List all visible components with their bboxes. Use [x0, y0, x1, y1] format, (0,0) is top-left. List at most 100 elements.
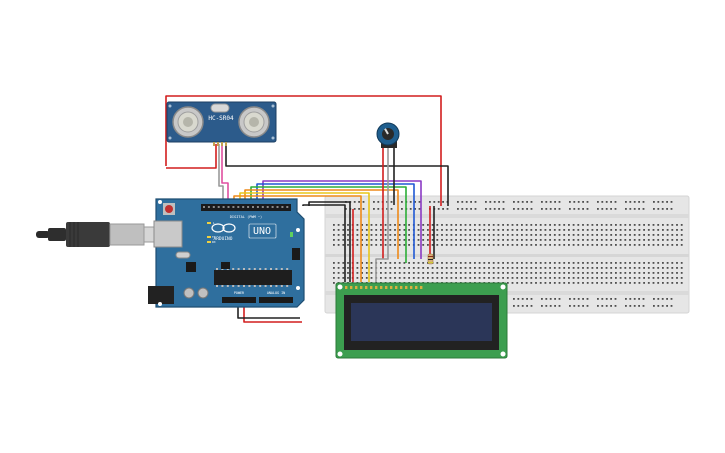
rail-hole [521, 208, 524, 210]
breadboard-hole [586, 262, 589, 264]
breadboard-hole [488, 272, 490, 274]
breadboard-hole [544, 224, 547, 226]
breadboard-hole [615, 277, 617, 279]
arduino-uno[interactable]: DIGITAL (PWM ~) ARDUINO UNO L TX RX [148, 198, 305, 308]
ultrasonic-sensor[interactable]: HC-SR04 [166, 101, 277, 146]
breadboard-hole [647, 239, 650, 241]
rail-hole [666, 298, 668, 300]
breadboard-hole [535, 244, 537, 246]
lcd-pin [370, 286, 373, 289]
rail-hole [437, 208, 440, 210]
breadboard-hole [535, 229, 537, 231]
breadboard-hole [511, 262, 514, 264]
breadboard-hole [333, 234, 335, 236]
breadboard-hole [535, 239, 537, 241]
breadboard-hole [671, 224, 674, 226]
breadboard-hole [615, 282, 617, 284]
rail-hole [437, 201, 440, 203]
rail-hole [345, 208, 347, 210]
breadboard-hole [521, 277, 523, 279]
breadboard-hole [375, 234, 378, 236]
breadboard-hole [384, 262, 387, 264]
rail-hole [614, 208, 617, 210]
breadboard-hole [436, 234, 439, 236]
power-jack [148, 286, 174, 304]
rail-hole [541, 208, 543, 210]
breadboard-hole [619, 277, 622, 279]
breadboard-hole [389, 277, 392, 279]
breadboard-hole [549, 267, 551, 269]
breadboard-hole [553, 229, 556, 231]
breadboard-hole [347, 272, 349, 274]
breadboard-hole [525, 272, 528, 274]
breadboard-hole [516, 244, 519, 246]
rail-hole [582, 305, 584, 307]
breadboard-hole [464, 272, 467, 274]
breadboard-hole [577, 234, 580, 236]
rail-hole [638, 305, 640, 307]
breadboard-hole [398, 244, 401, 246]
breadboard-hole [459, 262, 462, 264]
breadboard-hole [624, 272, 627, 274]
breadboard-hole [408, 224, 410, 226]
breadboard-hole [544, 277, 547, 279]
breadboard-hole [511, 229, 514, 231]
breadboard-hole [619, 229, 622, 231]
lcd-16x2[interactable] [335, 282, 508, 359]
usb-cable[interactable] [36, 222, 159, 247]
breadboard-hole [596, 224, 598, 226]
breadboard-hole [657, 244, 660, 246]
breadboard-hole [530, 272, 533, 274]
breadboard-hole [469, 262, 472, 264]
breadboard-hole [422, 267, 425, 269]
breadboard-hole [469, 272, 472, 274]
breadboard-hole [464, 277, 467, 279]
breadboard-hole [666, 234, 669, 236]
breadboard-hole [572, 262, 575, 264]
breadboard-hole [662, 224, 664, 226]
breadboard-hole [624, 234, 627, 236]
breadboard-hole [633, 234, 636, 236]
breadboard-hole [356, 234, 359, 236]
rail-hole [554, 208, 556, 210]
chip-pin [286, 285, 289, 287]
rail-hole [470, 208, 472, 210]
atmega-chip [214, 270, 292, 285]
breadboard-hole [600, 234, 603, 236]
breadboard-hole [361, 234, 363, 236]
breadboard-hole [525, 224, 528, 226]
breadboard-hole [539, 282, 542, 284]
breadboard-hole [676, 244, 678, 246]
breadboard-hole [643, 224, 645, 226]
breadboard-hole [544, 282, 547, 284]
breadboard-hole [525, 234, 528, 236]
lcd-pin [390, 286, 393, 289]
breadboard-hole [469, 234, 472, 236]
rail-hole [493, 208, 496, 210]
potentiometer[interactable] [376, 122, 400, 148]
breadboard-hole [680, 239, 683, 241]
breadboard-hole [511, 224, 514, 226]
breadboard-hole [488, 277, 490, 279]
chip-pin [280, 268, 283, 270]
resistor[interactable] [427, 253, 434, 265]
rail-hole [457, 208, 459, 210]
breadboard-hole [356, 244, 359, 246]
breadboard-hole [643, 282, 645, 284]
breadboard-hole [629, 224, 631, 226]
chip-pin [232, 285, 235, 287]
breadboard-hole [403, 239, 406, 241]
breadboard-hole [403, 277, 406, 279]
breadboard-hole [666, 267, 669, 269]
breadboard-hole [384, 224, 387, 226]
rail-hole [485, 208, 487, 210]
breadboard-hole [680, 229, 683, 231]
breadboard-hole [356, 262, 359, 264]
rail-hole [558, 201, 561, 203]
breadboard-hole [605, 277, 608, 279]
breadboard-hole [530, 239, 533, 241]
breadboard-hole [361, 224, 363, 226]
chip-pin [259, 268, 262, 270]
